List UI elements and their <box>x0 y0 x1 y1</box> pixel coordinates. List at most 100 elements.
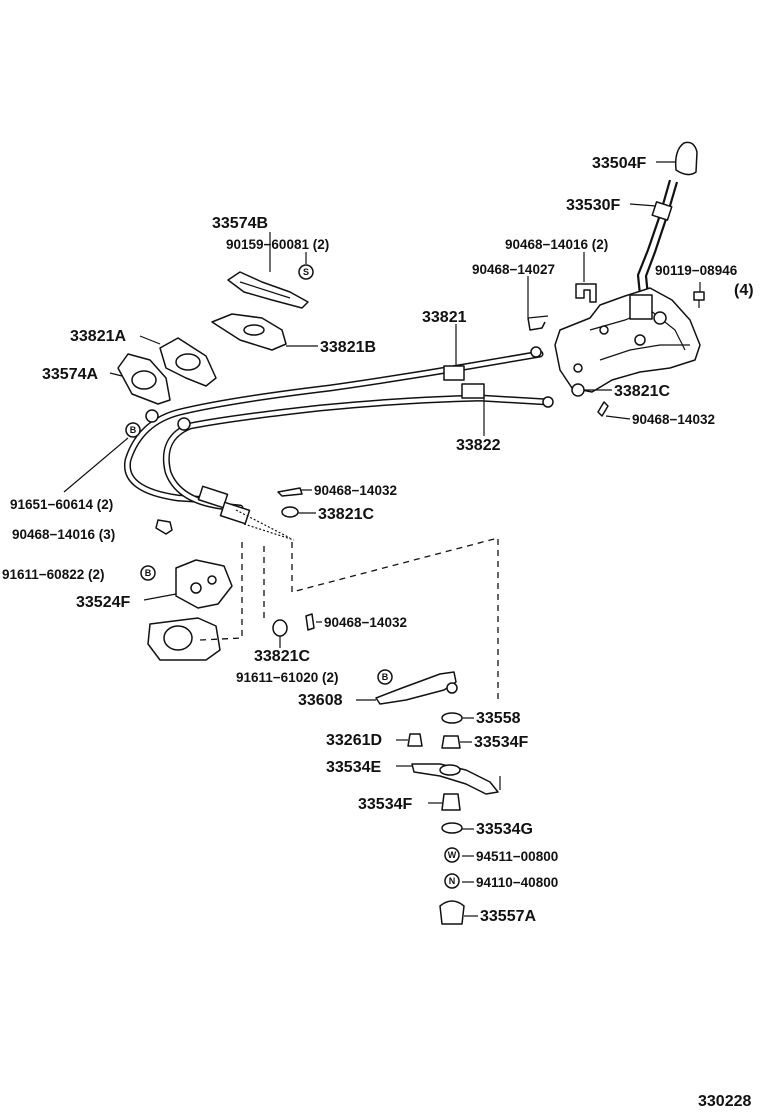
svg-text:W: W <box>448 850 457 860</box>
washer-33534G <box>441 822 463 834</box>
pivot-bolt-2 <box>634 334 646 346</box>
transaxle-shaft <box>163 625 193 651</box>
washer-33821C-a <box>571 383 585 397</box>
lever-33608-ball <box>446 682 458 694</box>
transmission-brackets <box>147 537 499 700</box>
plate-33574A-hole <box>131 370 157 390</box>
bracket-33574B <box>227 271 309 309</box>
clip-90468-14032-a <box>597 401 609 417</box>
dash-link-c <box>291 537 499 700</box>
label-94511-00800: 94511−00800 <box>476 849 558 864</box>
bushing-33558 <box>441 712 463 724</box>
fitting-33821 <box>443 365 465 381</box>
dash-link-a <box>199 542 243 641</box>
label-90159-60081: 90159−60081 (2) <box>226 237 329 252</box>
label-90468-14032-c: 90468−14032 <box>324 615 407 630</box>
part-labels: 33504F 33530F 90468−14016 (2) 90468−1402… <box>2 155 754 1110</box>
label-90468-14032-b: 90468−14032 <box>314 483 397 498</box>
label-91651-60614: 91651−60614 (2) <box>10 497 113 512</box>
label-33822: 33822 <box>456 437 501 454</box>
clip-detail <box>527 315 549 319</box>
label-90119-qty: (4) <box>734 282 754 299</box>
label-91611-61020: 91611−61020 (2) <box>236 670 338 685</box>
plate-33821A-hole <box>175 353 201 371</box>
symbol-w: W <box>444 847 460 863</box>
label-33821C-a: 33821C <box>614 383 670 400</box>
label-90468-14016-3: 90468−14016 (3) <box>12 527 115 542</box>
clip-90468-14027 <box>527 317 546 331</box>
washer-33821C-c <box>272 619 288 637</box>
plate-33821B-boss <box>243 324 265 336</box>
clip-90468-14032-b <box>277 487 303 497</box>
lever-boot-ring <box>651 201 673 221</box>
label-90468-14016-2: 90468−14016 (2) <box>505 237 608 252</box>
symbol-s: S <box>298 264 314 280</box>
label-33530F: 33530F <box>566 197 620 214</box>
label-33534E: 33534E <box>326 759 381 776</box>
shift-lever-assembly <box>527 141 705 417</box>
cable-grommet-a <box>145 409 159 423</box>
collar-33261D <box>407 733 423 747</box>
cable-33821-core <box>125 352 542 502</box>
bolt-90119 <box>693 291 705 301</box>
cable-33822-core <box>164 395 550 510</box>
label-90468-14027: 90468−14027 <box>472 262 555 277</box>
symbol-b-1: B <box>125 422 141 438</box>
shift-housing <box>554 287 701 393</box>
bracket-33524F-hole-2 <box>207 575 217 585</box>
control-cables <box>123 346 554 541</box>
svg-text:B: B <box>130 425 137 435</box>
label-33558: 33558 <box>476 710 521 727</box>
fitting-33822 <box>461 383 485 399</box>
label-33821A: 33821A <box>70 328 126 345</box>
boot-33822 <box>243 523 295 541</box>
cable-grommet-b <box>177 417 191 431</box>
clip-90468-14016-3 <box>155 519 173 535</box>
bracket-33524F <box>175 559 233 609</box>
label-33261D: 33261D <box>326 732 382 749</box>
label-33534F-b: 33534F <box>358 796 412 813</box>
lever-base <box>629 294 653 320</box>
svg-text:N: N <box>449 876 456 886</box>
cable-end-eye-33822 <box>542 396 554 408</box>
label-94110-40800: 94110−40800 <box>476 875 558 890</box>
label-33504F: 33504F <box>592 155 646 172</box>
lever-33608 <box>375 671 457 705</box>
svg-text:S: S <box>303 267 309 277</box>
washer-33821C-b <box>281 506 299 518</box>
pivot-bolt <box>653 311 667 325</box>
clip-90468-14016 <box>575 283 597 303</box>
linkage-stack <box>375 671 501 925</box>
label-90119-08946: 90119−08946 <box>655 263 738 278</box>
bracket-33534E-hole <box>439 764 461 776</box>
bracket-plates <box>117 252 309 405</box>
symbol-b-2: B <box>140 565 156 581</box>
label-33574A: 33574A <box>42 366 98 383</box>
symbol-n: N <box>444 873 460 889</box>
bracket-33574B-detail <box>239 281 291 299</box>
housing-detail-2 <box>599 344 690 361</box>
label-33821C-b: 33821C <box>318 506 374 523</box>
label-33574B: 33574B <box>212 215 268 232</box>
label-91611-60822: 91611−60822 (2) <box>2 567 104 582</box>
housing-bolt-2 <box>573 363 583 373</box>
label-33534F-a: 33534F <box>474 734 528 751</box>
bushing-33534F-a <box>441 735 461 749</box>
symbol-b-3: B <box>377 669 393 685</box>
cable-end-eye-33821 <box>530 346 542 358</box>
fitting-lower-a <box>197 485 229 509</box>
symbols: S B B B W N <box>125 264 460 889</box>
leader-lines <box>63 161 701 917</box>
label-33534G: 33534G <box>476 821 533 838</box>
lever-rod-edge <box>644 181 679 297</box>
svg-text:B: B <box>145 568 152 578</box>
housing-bolt <box>599 325 609 335</box>
label-33524F: 33524F <box>76 594 130 611</box>
bushing-33534F-b <box>441 793 461 811</box>
label-33821: 33821 <box>422 309 467 326</box>
svg-text:B: B <box>382 672 389 682</box>
bracket-33524F-hole <box>190 582 202 594</box>
label-90468-14032-a: 90468−14032 <box>632 412 715 427</box>
